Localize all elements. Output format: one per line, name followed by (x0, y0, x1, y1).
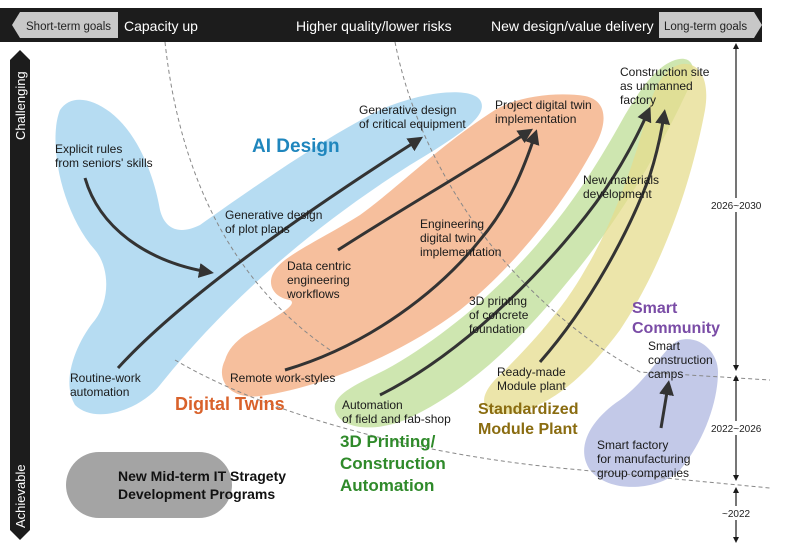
dashed-curve-3 (174, 359, 771, 489)
label-camps-l1: Smart (648, 339, 681, 353)
long-term-tag (659, 12, 762, 38)
modular-title-l1: Standardized (478, 401, 578, 418)
label-explicit-rules-l2: from seniors' skills (55, 156, 153, 170)
label-factory-l1: Smart factory (597, 438, 668, 452)
label-explicit-rules-l1: Explicit rules (55, 142, 122, 156)
arrow-explicit-rules (83, 177, 214, 278)
value-label: New design/value delivery (491, 18, 654, 34)
printing-title-l3: Automation (340, 476, 434, 495)
legend-pill (66, 452, 232, 518)
legend-line-1: New Mid-term IT Stragety (118, 468, 286, 484)
label-eng-twin-l1: Engineering (420, 217, 484, 231)
printing-title-l1: 3D Printing/ (340, 432, 436, 451)
label-data-centric-l2: engineering (287, 273, 350, 287)
short-term-tag (12, 12, 118, 38)
label-automation-l2: of field and fab-shop (342, 412, 451, 426)
label-routine-l1: Routine-work (70, 371, 142, 385)
label-gen-plot-l2: of plot plans (225, 222, 290, 236)
ai-design-band (55, 92, 482, 415)
period-2022: ~2022 (722, 509, 751, 520)
label-routine-l2: automation (70, 385, 129, 399)
label-camps-l3: camps (648, 367, 683, 381)
label-proj-twin-l1: Project digital twin (495, 98, 592, 112)
label-eng-twin-l2: digital twin (420, 231, 476, 245)
label-gen-equip-l1: Generative design (359, 103, 456, 117)
label-ready-made-l2: Module plant (497, 379, 566, 393)
challenging-label: Challenging (13, 71, 28, 140)
label-data-centric-l3: workflows (286, 287, 340, 301)
achievable-label: Achievable (13, 464, 28, 528)
label-remote-work: Remote work-styles (230, 371, 335, 385)
smart-community-band (584, 339, 718, 487)
period-2026-2030: 2026~2030 (711, 201, 762, 212)
capacity-label: Capacity up (124, 18, 198, 34)
label-site-l1: Construction site (620, 65, 710, 79)
arrow-automation (379, 106, 652, 397)
long-term-label: Long-term goals (664, 21, 747, 33)
label-data-centric-l1: Data centric (287, 259, 351, 273)
label-site-l2: as unmanned (620, 79, 693, 93)
label-factory-l2: for manufacturing (597, 452, 690, 466)
label-3d-printing-l1: 3D printing (469, 294, 527, 308)
ai-design-title: AI Design (252, 136, 340, 157)
side-axis-bar (10, 50, 30, 540)
label-factory-l3: group companies (597, 466, 689, 480)
label-automation-l1: Automation (342, 398, 403, 412)
arrow-remote-work (284, 129, 540, 372)
label-site-l3: factory (620, 93, 656, 107)
legend-line-2: Development Programs (118, 486, 275, 502)
label-proj-twin-l2: implementation (495, 112, 576, 126)
digital-twins-title: Digital Twins (175, 394, 285, 414)
quality-label: Higher quality/lower risks (296, 18, 452, 34)
digital-twins-band (221, 94, 604, 397)
label-eng-twin-l3: implementation (420, 245, 501, 259)
arrow-smart-factory (659, 380, 674, 429)
header-bar (0, 8, 762, 42)
modular-title-l2: Module Plant (478, 421, 578, 438)
short-term-label: Short-term goals (26, 21, 111, 33)
label-ready-made-l1: Ready-made (497, 365, 566, 379)
label-3d-printing-l2: of concrete (469, 308, 529, 322)
label-materials-l2: development (583, 187, 652, 201)
label-camps-l2: construction (648, 353, 713, 367)
smart-title-l1: Smart (632, 300, 678, 317)
modular-band (484, 63, 707, 415)
dashed-curve-1 (164, 41, 331, 351)
label-materials-l1: New materials (583, 173, 659, 187)
period-2022-2026: 2022~2026 (711, 424, 762, 435)
arrow-routine-to-equipment (116, 136, 424, 370)
label-gen-equip-l2: of critical equipment (359, 117, 466, 131)
arrow-data-centric (337, 128, 534, 252)
arrow-module-plant (538, 109, 671, 363)
label-3d-printing-l3: foundation (469, 322, 525, 336)
label-gen-plot-l1: Generative design (225, 208, 322, 222)
printing-title-l2: Construction (340, 454, 446, 473)
dashed-curve-2 (394, 41, 771, 381)
smart-title-l2: Community (632, 320, 720, 337)
